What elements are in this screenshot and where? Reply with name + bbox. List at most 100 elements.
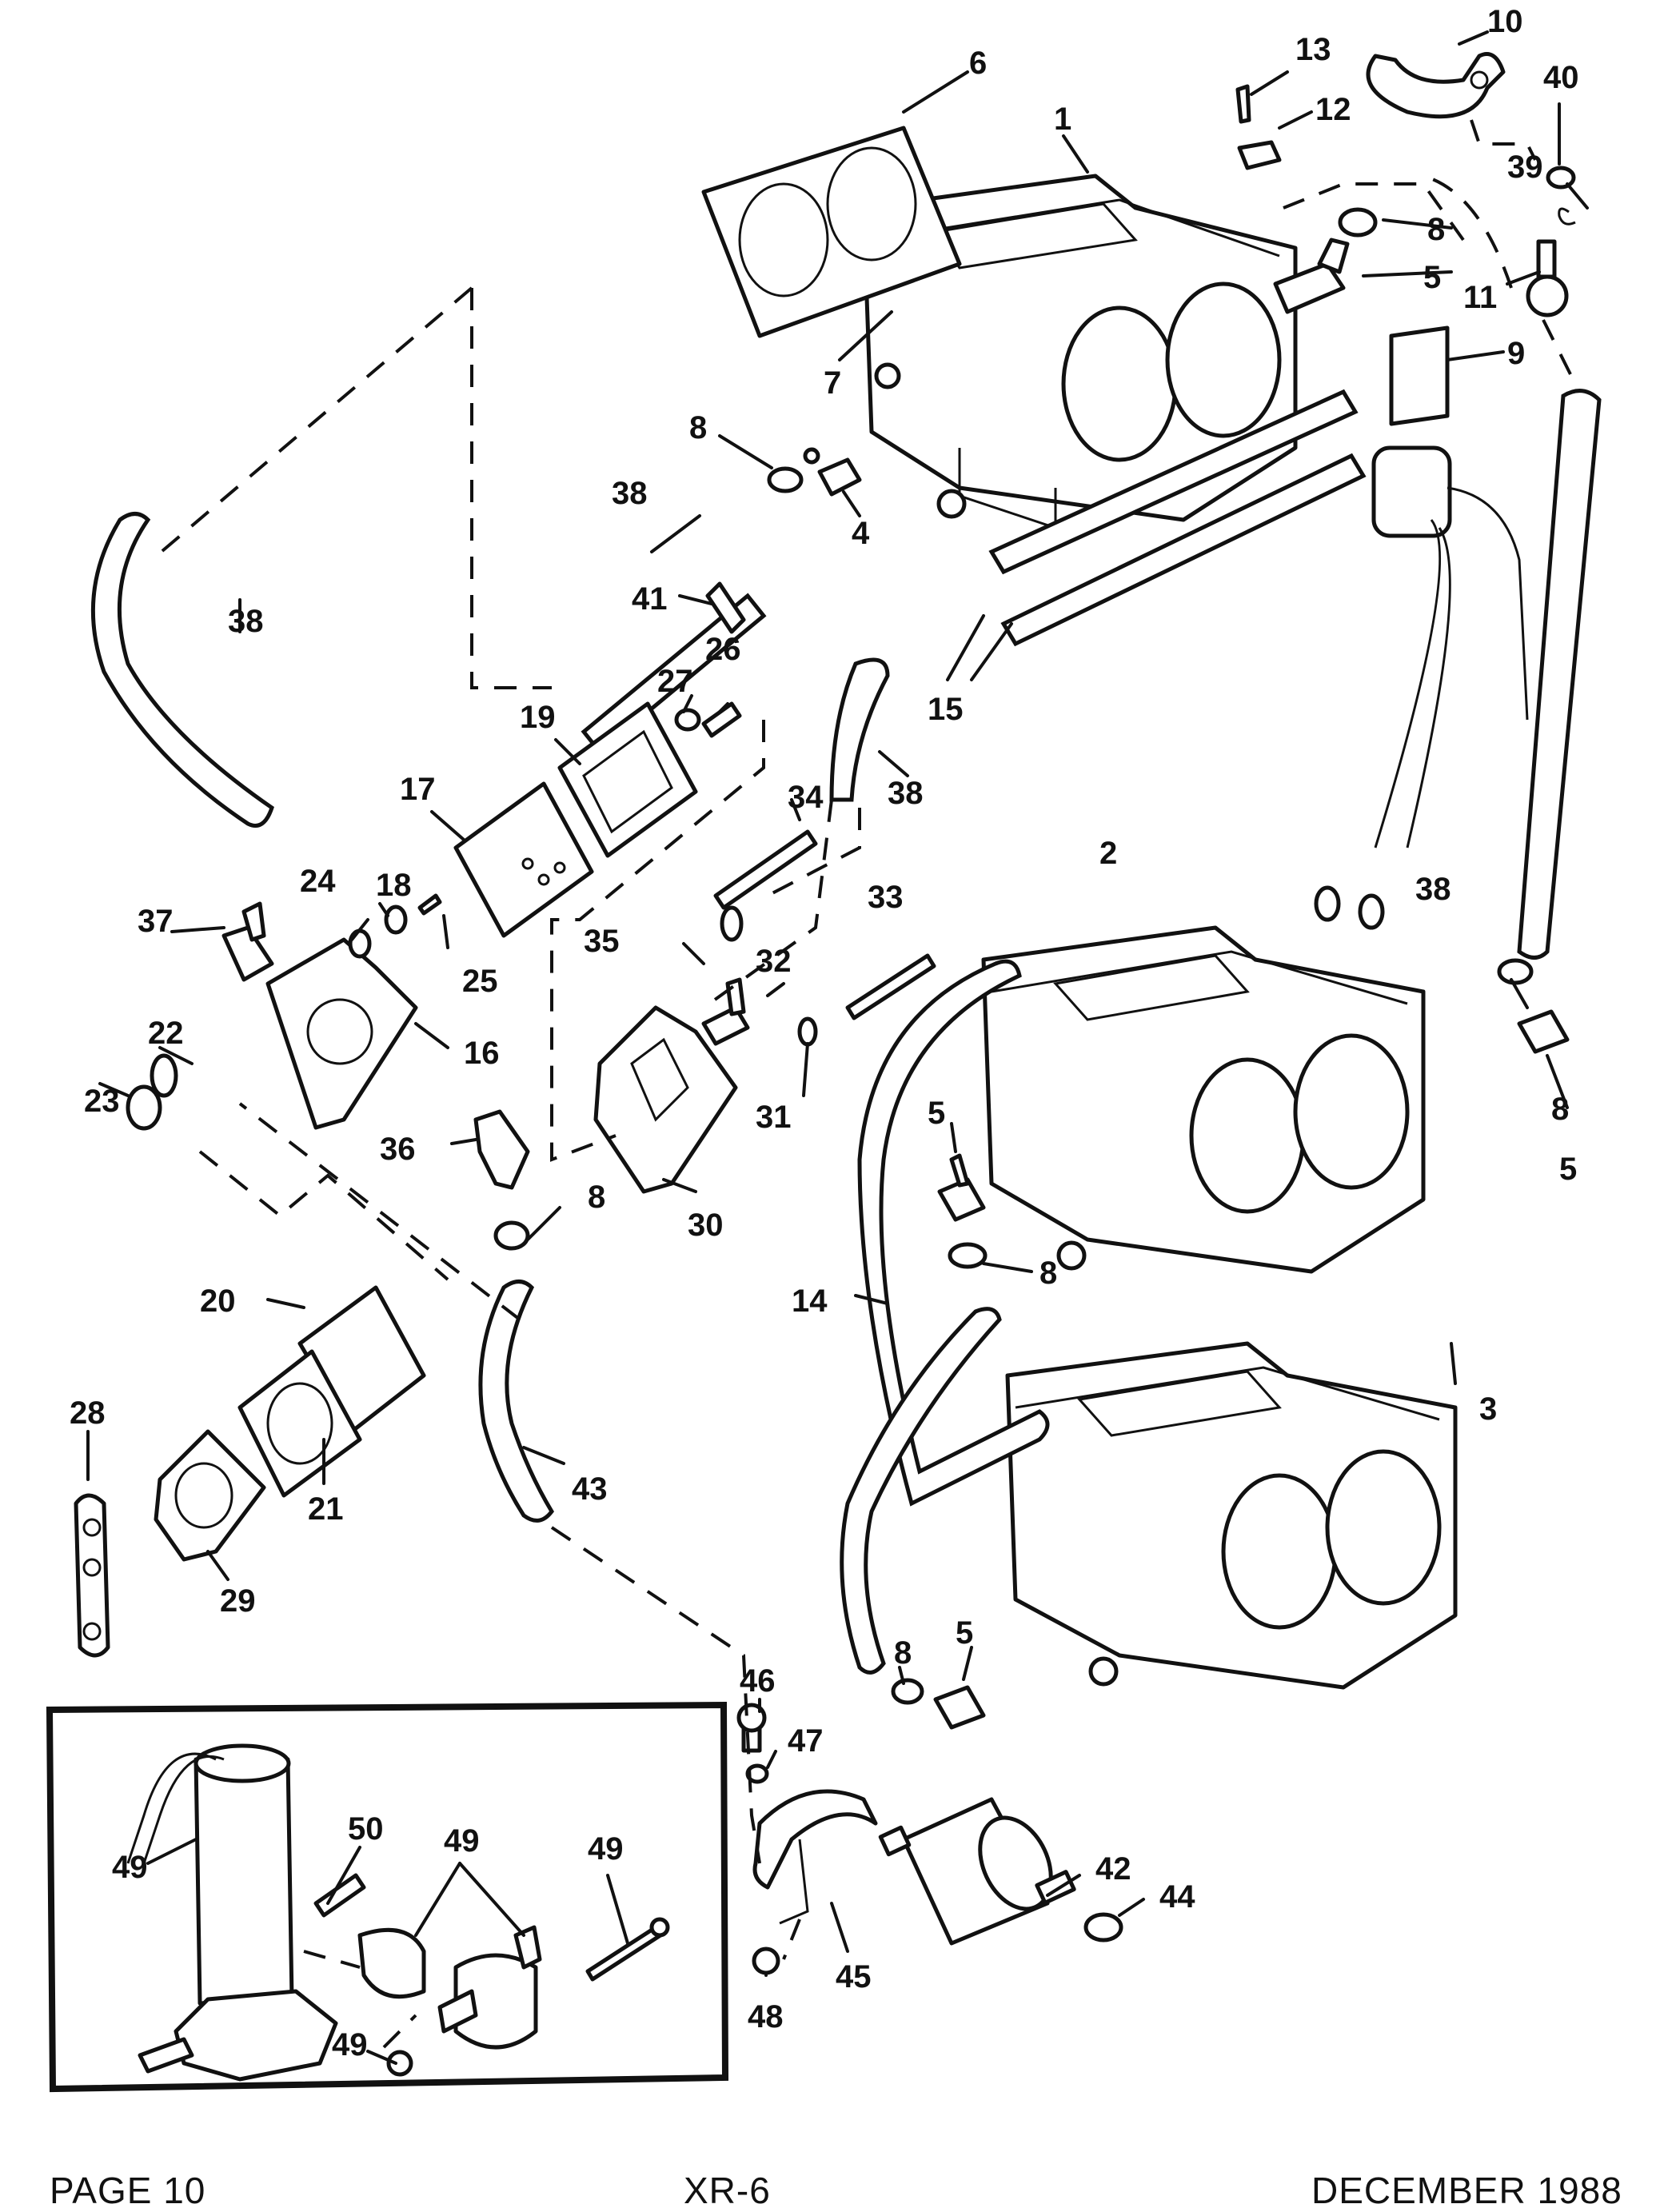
- hose-clamp-8-low: [891, 1678, 924, 1705]
- callout-13: 13: [1295, 32, 1331, 67]
- fitting-41: [705, 581, 746, 634]
- callout-48: 48: [748, 1999, 784, 2034]
- footer-date: DECEMBER 1988: [1311, 2170, 1622, 2211]
- gasket-21: [237, 1349, 362, 1498]
- callout-27: 27: [657, 664, 693, 699]
- callout-50: 50: [348, 1811, 384, 1847]
- hose-clamp-8-pump: [493, 1220, 530, 1251]
- carburetor-1: [861, 174, 1298, 530]
- washer-24: [348, 928, 372, 959]
- callout-18: 18: [376, 868, 412, 903]
- screw-25: [417, 893, 442, 916]
- fuel-hose-43: [478, 1280, 555, 1523]
- callout-14: 14: [792, 1284, 828, 1319]
- elbow-fitting-5-low: [933, 1685, 986, 1730]
- callout-8-mid: 8: [689, 410, 707, 445]
- plug-31: [797, 1016, 818, 1047]
- callout-35: 35: [584, 924, 620, 959]
- callout-25: 25: [462, 964, 498, 999]
- callout-8-mid2: 8: [1039, 1256, 1057, 1291]
- callout-8-pump: 8: [588, 1180, 605, 1215]
- callout-8-right: 8: [1551, 1092, 1569, 1127]
- callout-19: 19: [520, 700, 556, 735]
- spring-22: [150, 1053, 178, 1098]
- callout-labels: 1 6 7 13 12 10 40 39 8 5 11 9 15 8 4 38 …: [70, 4, 1579, 2062]
- callout-32: 32: [756, 944, 792, 979]
- callout-36: 36: [380, 1132, 416, 1167]
- fitting-4: [803, 447, 862, 497]
- callout-3: 3: [1479, 1391, 1497, 1427]
- leader-lines: [86, 30, 1589, 2065]
- callout-38-mid: 38: [612, 476, 648, 511]
- footer-page-number: PAGE 10: [50, 2170, 206, 2211]
- callout-21: 21: [308, 1491, 344, 1527]
- hose-clamp-8-top: [1338, 207, 1378, 238]
- hose-clamp-44: [1083, 1912, 1123, 1942]
- callout-49-clamps: 49: [444, 1823, 480, 1859]
- callout-6: 6: [969, 46, 987, 81]
- callout-42: 42: [1095, 1851, 1131, 1887]
- carburetor-gasket-6: [701, 126, 962, 338]
- mounting-clamp-45: [752, 1789, 878, 1925]
- callout-33: 33: [868, 880, 904, 915]
- callout-31: 31: [756, 1100, 792, 1135]
- gasket-28: [74, 1493, 110, 1658]
- valve-disc-23: [126, 1084, 162, 1131]
- callout-7: 7: [824, 365, 841, 401]
- callout-11: 11: [1463, 280, 1497, 315]
- callout-22: 22: [148, 1016, 184, 1051]
- elbow-fitting-37: [221, 901, 274, 982]
- gasket-19: [557, 701, 698, 858]
- screw-33: [845, 953, 936, 1020]
- callout-5-low: 5: [956, 1615, 973, 1651]
- callout-41: 41: [632, 581, 668, 617]
- callout-20: 20: [200, 1284, 236, 1319]
- callout-49-nut: 49: [332, 2027, 368, 2062]
- screw-34: [713, 829, 818, 910]
- callout-26: 26: [705, 632, 741, 667]
- carburetor-3: [1005, 1341, 1458, 1690]
- callout-8-top: 8: [1427, 212, 1445, 247]
- callout-8-low: 8: [894, 1635, 912, 1671]
- callout-5-right: 5: [1559, 1152, 1577, 1187]
- callout-12: 12: [1315, 92, 1351, 127]
- callout-38-right: 38: [1415, 872, 1451, 907]
- callout-17: 17: [400, 772, 436, 807]
- callout-16: 16: [464, 1036, 500, 1071]
- callout-10: 10: [1487, 4, 1523, 39]
- washer-47: [745, 1763, 769, 1784]
- fuel-hose-38-right: [1517, 389, 1602, 960]
- fuel-hose-lower: [840, 1307, 1002, 1675]
- callout-49-screw: 49: [588, 1831, 624, 1867]
- terminal-block-12: [1237, 140, 1282, 170]
- callout-43: 43: [572, 1471, 608, 1507]
- callout-5-mid: 5: [928, 1096, 945, 1131]
- callout-37: 37: [138, 904, 174, 939]
- hose-clamp-8-mid: [767, 466, 804, 493]
- fuel-hose-14: [857, 959, 1050, 1507]
- elbow-fitting-32: [701, 977, 750, 1046]
- pump-base-29: [154, 1429, 266, 1562]
- clip-39: [1558, 207, 1576, 226]
- callout-45: 45: [836, 1959, 872, 1994]
- screw-13: [1235, 84, 1251, 124]
- elbow-fitting-5-right: [1517, 1009, 1570, 1054]
- callout-34: 34: [788, 780, 824, 815]
- fuel-hoses-15: [988, 389, 1367, 647]
- carburetor-2: [981, 925, 1426, 1274]
- callout-15: 15: [928, 692, 964, 727]
- washer-18: [384, 904, 408, 935]
- fuel-hose-38-left: [90, 512, 274, 828]
- callout-38-left: 38: [228, 604, 264, 639]
- hose-clamp-8-mid2: [948, 1242, 988, 1269]
- callout-40: 40: [1543, 60, 1579, 95]
- pump-cover-16: [265, 937, 418, 1130]
- check-valve-27: [674, 708, 701, 732]
- dashed-assembly-lines: [150, 119, 1577, 2049]
- pump-body-30: [593, 1005, 738, 1194]
- callout-5-top: 5: [1423, 260, 1441, 295]
- primer-solenoid-9: [1314, 325, 1529, 930]
- callout-9: 9: [1507, 336, 1525, 371]
- fuel-hose-38-curved: [829, 657, 890, 802]
- hose-clamp-8-right: [1497, 958, 1534, 985]
